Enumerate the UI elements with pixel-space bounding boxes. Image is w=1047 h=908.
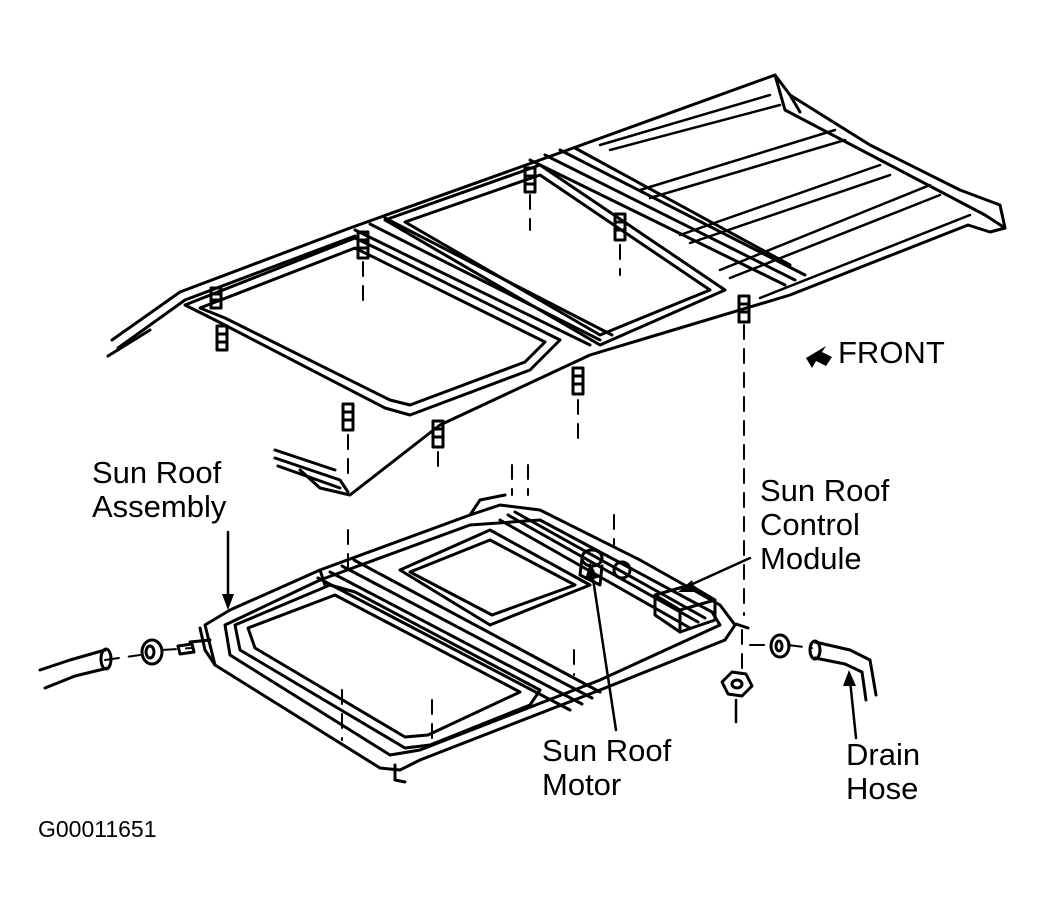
stud	[737, 294, 751, 324]
label-sunroof-motor: Sun Roof Motor	[542, 733, 672, 802]
figure-code: G00011651	[38, 816, 157, 842]
arrowheads	[222, 346, 856, 686]
stud	[215, 324, 229, 352]
stud	[523, 166, 537, 194]
stud	[431, 419, 445, 449]
roof-crossbar	[353, 146, 807, 347]
drain-hose-right	[808, 639, 878, 702]
label-front: FRONT	[838, 335, 945, 370]
roof-studs	[209, 166, 751, 449]
label-drain-hose: Drain Hose	[846, 737, 921, 806]
roof-openings	[183, 163, 727, 417]
grommet-left	[140, 638, 196, 666]
front-arrow-icon	[806, 346, 832, 368]
grommet-bottom	[720, 670, 754, 698]
leader-lines	[226, 530, 858, 740]
roof-panel	[106, 73, 1007, 497]
stud	[613, 212, 627, 242]
stud	[209, 286, 223, 310]
label-control-module: Sun Roof Control Module	[760, 473, 890, 576]
grommet-right	[734, 622, 791, 659]
stud	[571, 366, 585, 396]
drain-hose-left	[38, 647, 113, 690]
stud	[341, 402, 355, 432]
roof-ribs	[598, 93, 972, 300]
stud	[356, 230, 370, 260]
label-sunroof-assembly: Sun Roof Assembly	[92, 455, 227, 524]
